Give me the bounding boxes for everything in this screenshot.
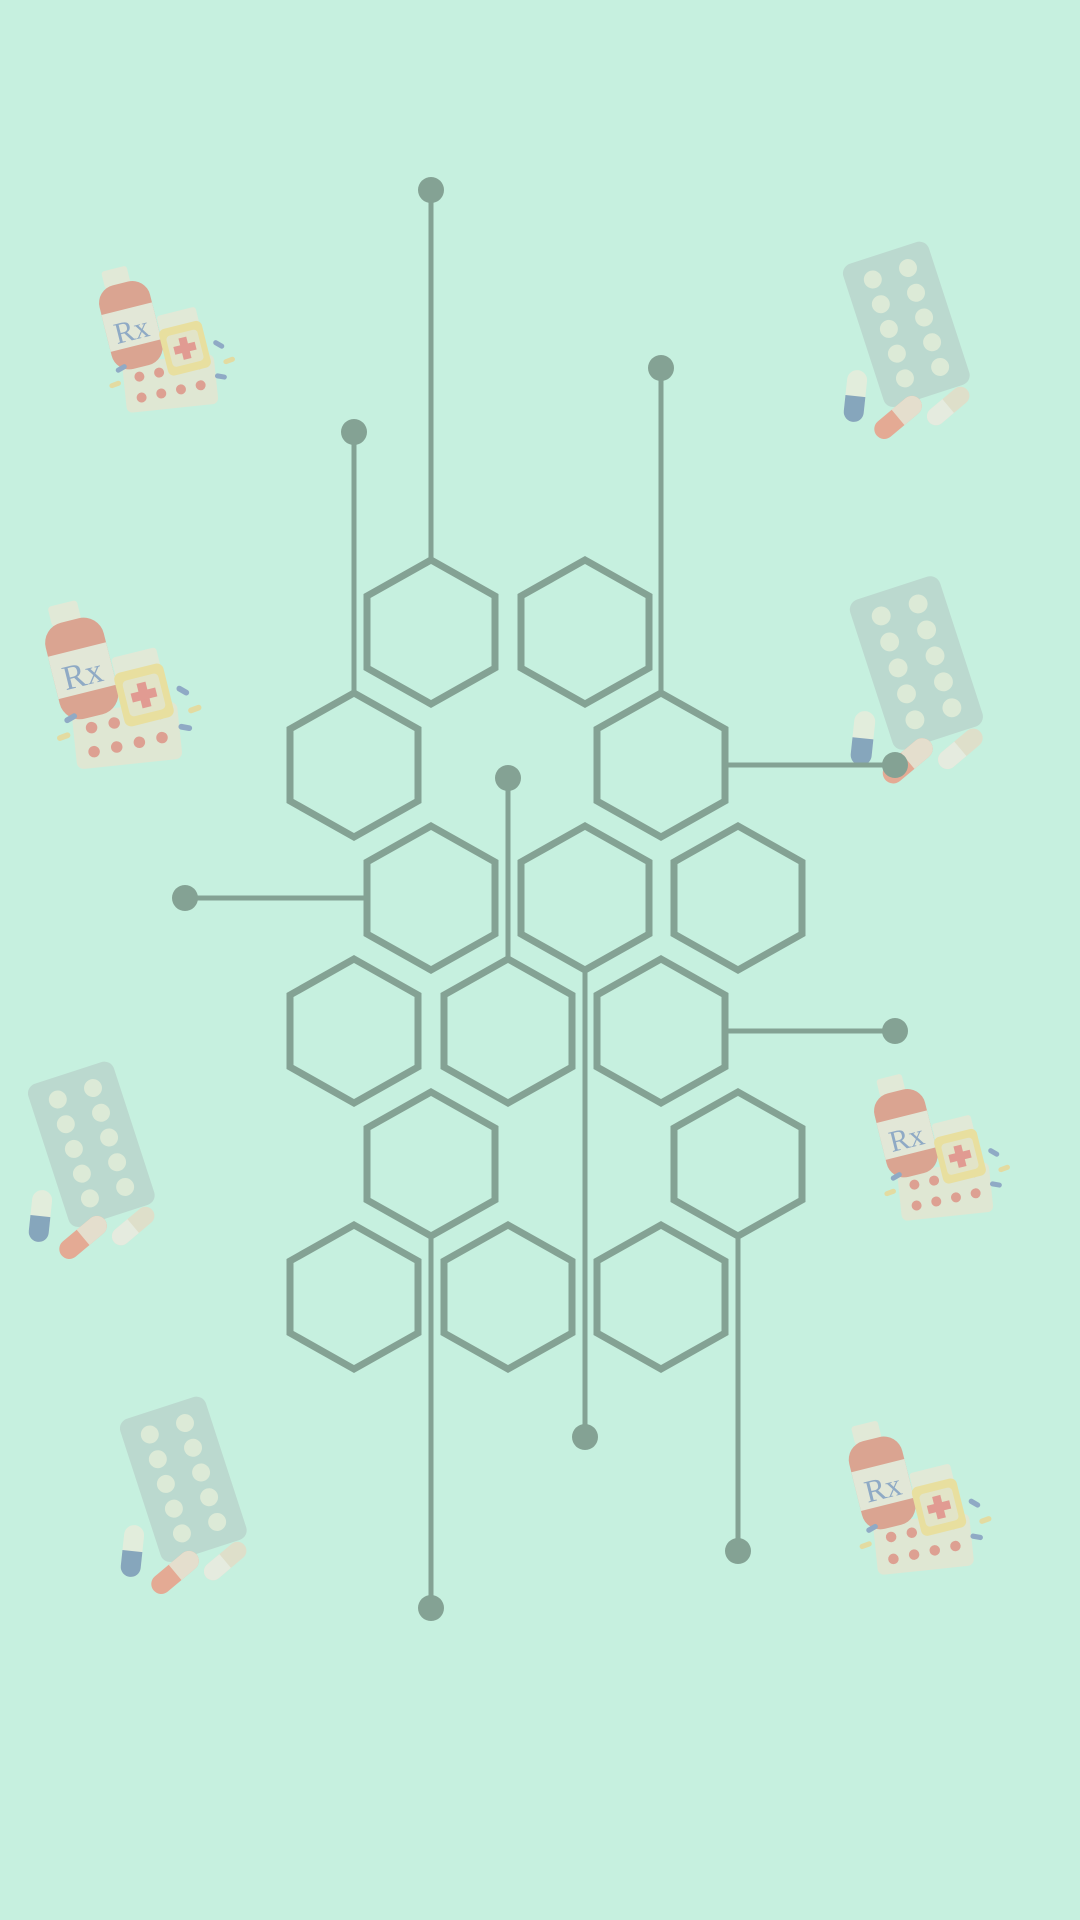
connector-dot — [882, 752, 908, 778]
hexagon-cell — [593, 1220, 729, 1374]
hexagon-cell — [440, 1220, 576, 1374]
hexagon-cell — [670, 1087, 806, 1241]
hexagon-cell — [286, 688, 422, 842]
connector-dot — [572, 1424, 598, 1450]
hexagon-cell — [670, 821, 806, 975]
connector-dots — [172, 177, 908, 1621]
connector-dot — [648, 355, 674, 381]
connector-dot — [418, 177, 444, 203]
connector-dot — [495, 765, 521, 791]
hexagon-cell — [363, 555, 499, 709]
hexagon-cell — [593, 954, 729, 1108]
connector-dot — [882, 1018, 908, 1044]
hexagon-cell — [517, 821, 653, 975]
hexagon-cell — [440, 954, 576, 1108]
connector-dot — [172, 885, 198, 911]
connector-dot — [725, 1538, 751, 1564]
hexagon-cell — [593, 688, 729, 842]
hexagon-grid — [286, 555, 806, 1374]
hexagon-cell — [363, 821, 499, 975]
hexagon-cell — [286, 1220, 422, 1374]
hexagon-cell — [363, 1087, 499, 1241]
connector-dot — [418, 1595, 444, 1621]
hexagon-cell — [517, 555, 653, 709]
hexagon-cell — [286, 954, 422, 1108]
connector-dot — [341, 419, 367, 445]
connector-lines — [185, 190, 895, 1608]
